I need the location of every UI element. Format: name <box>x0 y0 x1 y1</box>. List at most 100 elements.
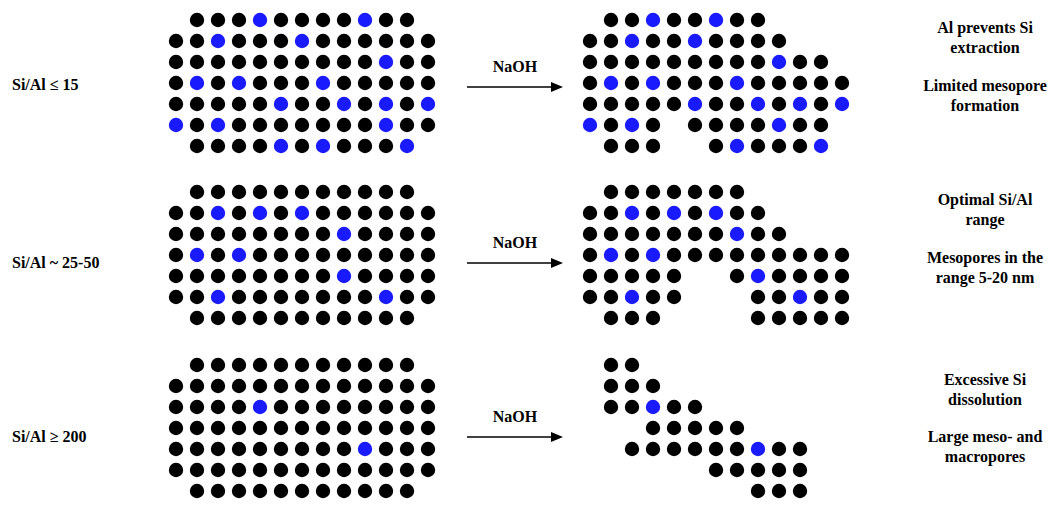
atom-dot <box>400 484 414 498</box>
atom-dot <box>169 248 183 262</box>
atom-dot <box>232 358 246 372</box>
atom-dot <box>337 139 351 153</box>
atom-dot <box>316 484 330 498</box>
atom-dot <box>646 206 660 220</box>
atom-dot <box>793 97 807 111</box>
atom-dot <box>253 185 267 199</box>
atom-dot <box>337 311 351 325</box>
atom-dot <box>295 269 309 283</box>
atom-dot <box>274 269 288 283</box>
atom-dot <box>316 97 330 111</box>
atom-dot <box>667 290 681 304</box>
atom-dot <box>379 421 393 435</box>
atom-dot <box>772 442 786 456</box>
atom-dot <box>211 421 225 435</box>
atom-dot <box>646 185 660 199</box>
atom-dot <box>379 76 393 90</box>
atom-dot <box>688 227 702 241</box>
atom-dot <box>646 13 660 27</box>
atom-dot <box>625 269 639 283</box>
atom-dot <box>709 442 723 456</box>
atom-dot <box>688 97 702 111</box>
atom-dot <box>337 34 351 48</box>
atom-dot <box>211 248 225 262</box>
atom-dot <box>583 76 597 90</box>
atom-dot <box>337 400 351 414</box>
atom-dot <box>604 248 618 262</box>
atom-dot <box>295 463 309 477</box>
atom-dot <box>274 421 288 435</box>
atom-dot <box>337 248 351 262</box>
atom-dot <box>379 442 393 456</box>
atom-dot <box>646 442 660 456</box>
atom-dot <box>316 379 330 393</box>
reaction-arrow <box>467 86 553 88</box>
atom-dot <box>232 400 246 414</box>
atom-dot <box>358 248 372 262</box>
atom-dot <box>253 76 267 90</box>
atom-dot <box>625 442 639 456</box>
atom-dot <box>688 185 702 199</box>
atom-dot <box>814 290 828 304</box>
atom-dot <box>274 13 288 27</box>
atom-dot <box>295 311 309 325</box>
atom-dot <box>835 311 849 325</box>
atom-dot <box>379 379 393 393</box>
atom-dot <box>169 206 183 220</box>
atom-dots <box>169 13 849 498</box>
atom-dot <box>337 55 351 69</box>
atom-dot <box>646 400 660 414</box>
atom-dot <box>772 34 786 48</box>
atom-dot <box>190 34 204 48</box>
arrow-head <box>551 258 563 268</box>
atom-dot <box>295 358 309 372</box>
atom-dot <box>337 206 351 220</box>
atom-dot <box>688 442 702 456</box>
atom-dot <box>232 55 246 69</box>
atom-dot <box>190 118 204 132</box>
atom-dot <box>730 118 744 132</box>
atom-dot <box>772 290 786 304</box>
atom-dot <box>646 227 660 241</box>
atom-dot <box>625 139 639 153</box>
atom-dot <box>253 379 267 393</box>
atom-dot <box>772 139 786 153</box>
atom-dot <box>316 463 330 477</box>
atom-dot <box>625 34 639 48</box>
atom-dot <box>646 269 660 283</box>
atom-dot <box>232 34 246 48</box>
atom-dot <box>814 311 828 325</box>
atom-dot <box>667 421 681 435</box>
atom-dot <box>211 290 225 304</box>
atom-dot <box>772 484 786 498</box>
atom-dot <box>583 55 597 69</box>
atom-dot <box>583 227 597 241</box>
atom-dot <box>253 442 267 456</box>
atom-dot <box>667 400 681 414</box>
atom-dot <box>751 463 765 477</box>
atom-dot <box>274 358 288 372</box>
atom-dot <box>793 311 807 325</box>
atom-dot <box>400 358 414 372</box>
atom-dot <box>625 13 639 27</box>
atom-dot <box>379 269 393 283</box>
atom-dot <box>211 358 225 372</box>
atom-dot <box>625 290 639 304</box>
atom-dot <box>814 139 828 153</box>
atom-dot <box>730 227 744 241</box>
atom-dot <box>316 442 330 456</box>
atom-dot <box>232 311 246 325</box>
atom-dot <box>274 76 288 90</box>
atom-dot <box>232 290 246 304</box>
atom-dot <box>274 227 288 241</box>
atom-dot <box>190 463 204 477</box>
atom-dot <box>211 227 225 241</box>
ratio-label: Si/Al ~ 25-50 <box>12 253 99 273</box>
atom-dot <box>316 34 330 48</box>
atom-dot <box>583 206 597 220</box>
atom-dot <box>295 34 309 48</box>
atom-dot <box>358 13 372 27</box>
atom-dot <box>421 55 435 69</box>
atom-dot <box>211 484 225 498</box>
